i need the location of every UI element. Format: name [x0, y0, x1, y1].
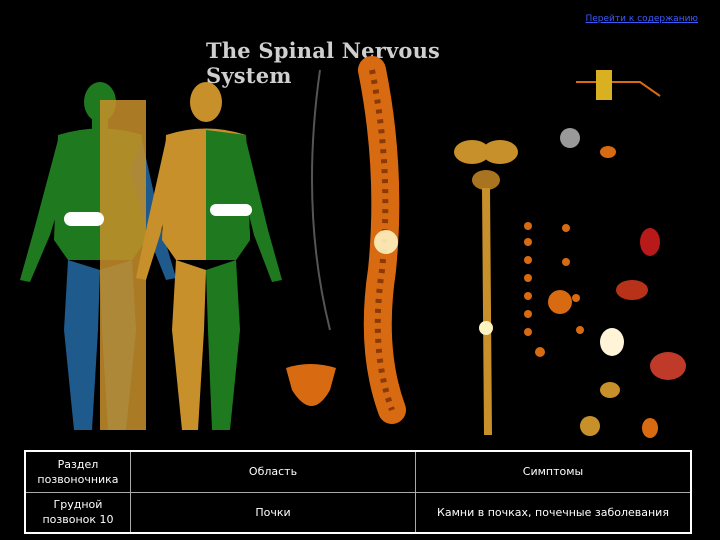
skip-to-content-link[interactable]: Перейти к содержанию	[585, 14, 698, 24]
sacrum	[286, 364, 336, 406]
cell-symptoms: Камни в почках, почечные заболевания	[416, 492, 692, 533]
header-symptoms: Симптомы	[416, 451, 692, 492]
brain-and-spinal-cord	[454, 140, 518, 435]
organs	[548, 70, 686, 438]
cell-area: Почки	[131, 492, 416, 533]
spinal-nervous-system-illustration	[0, 30, 720, 445]
header-spine-section: Раздел позвоночника	[25, 451, 131, 492]
spinal-column	[312, 70, 398, 410]
header-area: Область	[131, 451, 416, 492]
table-header-row: Раздел позвоночника Область Симптомы	[25, 451, 691, 492]
cell-spine-section: Грудной позвонок 10	[25, 492, 131, 533]
nerve-ganglia	[524, 222, 584, 357]
spine-symptoms-table: Раздел позвоночника Область Симптомы Гру…	[24, 450, 692, 534]
table-row: Грудной позвонок 10 Почки Камни в почках…	[25, 492, 691, 533]
